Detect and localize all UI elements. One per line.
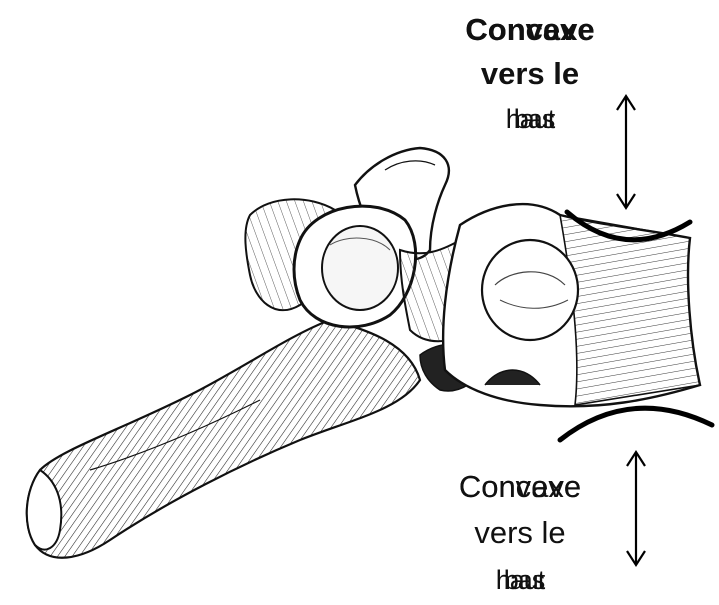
- top-label-word1-b: Concave: [465, 8, 594, 52]
- top-label-word3-b: bas: [514, 97, 555, 141]
- bottom-label-word3-b: bas: [504, 557, 545, 603]
- top-label-line2: vers le: [440, 52, 620, 96]
- top-curvature-label: Convexe Concave vers le haut bas: [440, 8, 620, 141]
- top-label-line3: haut bas: [506, 97, 555, 141]
- top-label-line1: Convexe Concave: [465, 8, 594, 52]
- bottom-label-line3: haut bas: [496, 557, 545, 603]
- articular-facet: [294, 206, 416, 327]
- lower-convex-arc: [560, 408, 712, 440]
- spinous-process: [27, 320, 420, 558]
- bottom-label-word1-b: Concave: [459, 464, 581, 510]
- lower-double-arrow: [627, 452, 645, 565]
- bottom-label-line1: Convexe Concave: [459, 464, 581, 510]
- bottom-label-line2: vers le: [430, 510, 610, 556]
- bottom-curvature-label: Convexe Concave vers le haut bas: [430, 464, 610, 603]
